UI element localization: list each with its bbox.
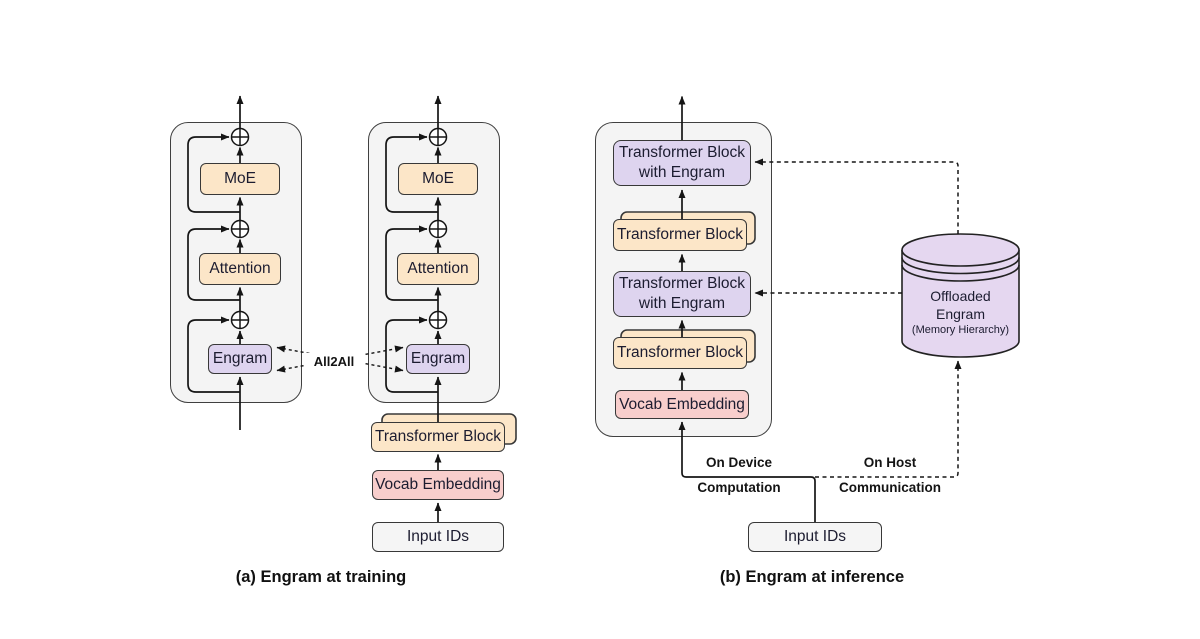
- on-host-line2: Communication: [838, 480, 941, 495]
- tb-engram-box-top: Transformer Block with Engram: [613, 140, 751, 186]
- engram-box-left: Engram: [208, 344, 272, 374]
- input-ids-box-inference: Input IDs: [748, 522, 882, 552]
- attention-box-left: Attention: [199, 253, 281, 285]
- moe-box-right: MoE: [398, 163, 478, 195]
- offloaded-line1: Offloaded: [930, 288, 991, 304]
- tb-engram-box-mid: Transformer Block with Engram: [613, 271, 751, 317]
- offloaded-line3: (Memory Hierarchy): [911, 324, 1010, 336]
- transformer-block-box-upper: Transformer Block: [613, 219, 747, 251]
- offloaded-engram-label: Offloaded Engram (Memory Hierarchy): [903, 287, 1018, 338]
- transformer-block-box-lower: Transformer Block: [613, 337, 747, 369]
- vocab-embedding-box-training: Vocab Embedding: [372, 470, 504, 500]
- input-ids-box-training: Input IDs: [372, 522, 504, 552]
- on-device-line2: Computation: [697, 480, 781, 495]
- attention-box-right: Attention: [397, 253, 479, 285]
- caption-a: (a) Engram at training: [235, 568, 407, 586]
- on-host-label: On Host Communication: [828, 450, 952, 500]
- on-device-line1: On Device: [705, 455, 773, 470]
- on-host-line1: On Host: [863, 455, 917, 470]
- transformer-block-box: Transformer Block: [371, 422, 505, 452]
- moe-box-left: MoE: [200, 163, 280, 195]
- offloaded-line2: Engram: [935, 306, 986, 322]
- engram-box-right: Engram: [406, 344, 470, 374]
- caption-b: (b) Engram at inference: [719, 568, 905, 586]
- on-device-label: On Device Computation: [678, 450, 800, 500]
- vocab-embedding-box-inference: Vocab Embedding: [615, 390, 749, 419]
- all2all-label: All2All: [305, 353, 363, 370]
